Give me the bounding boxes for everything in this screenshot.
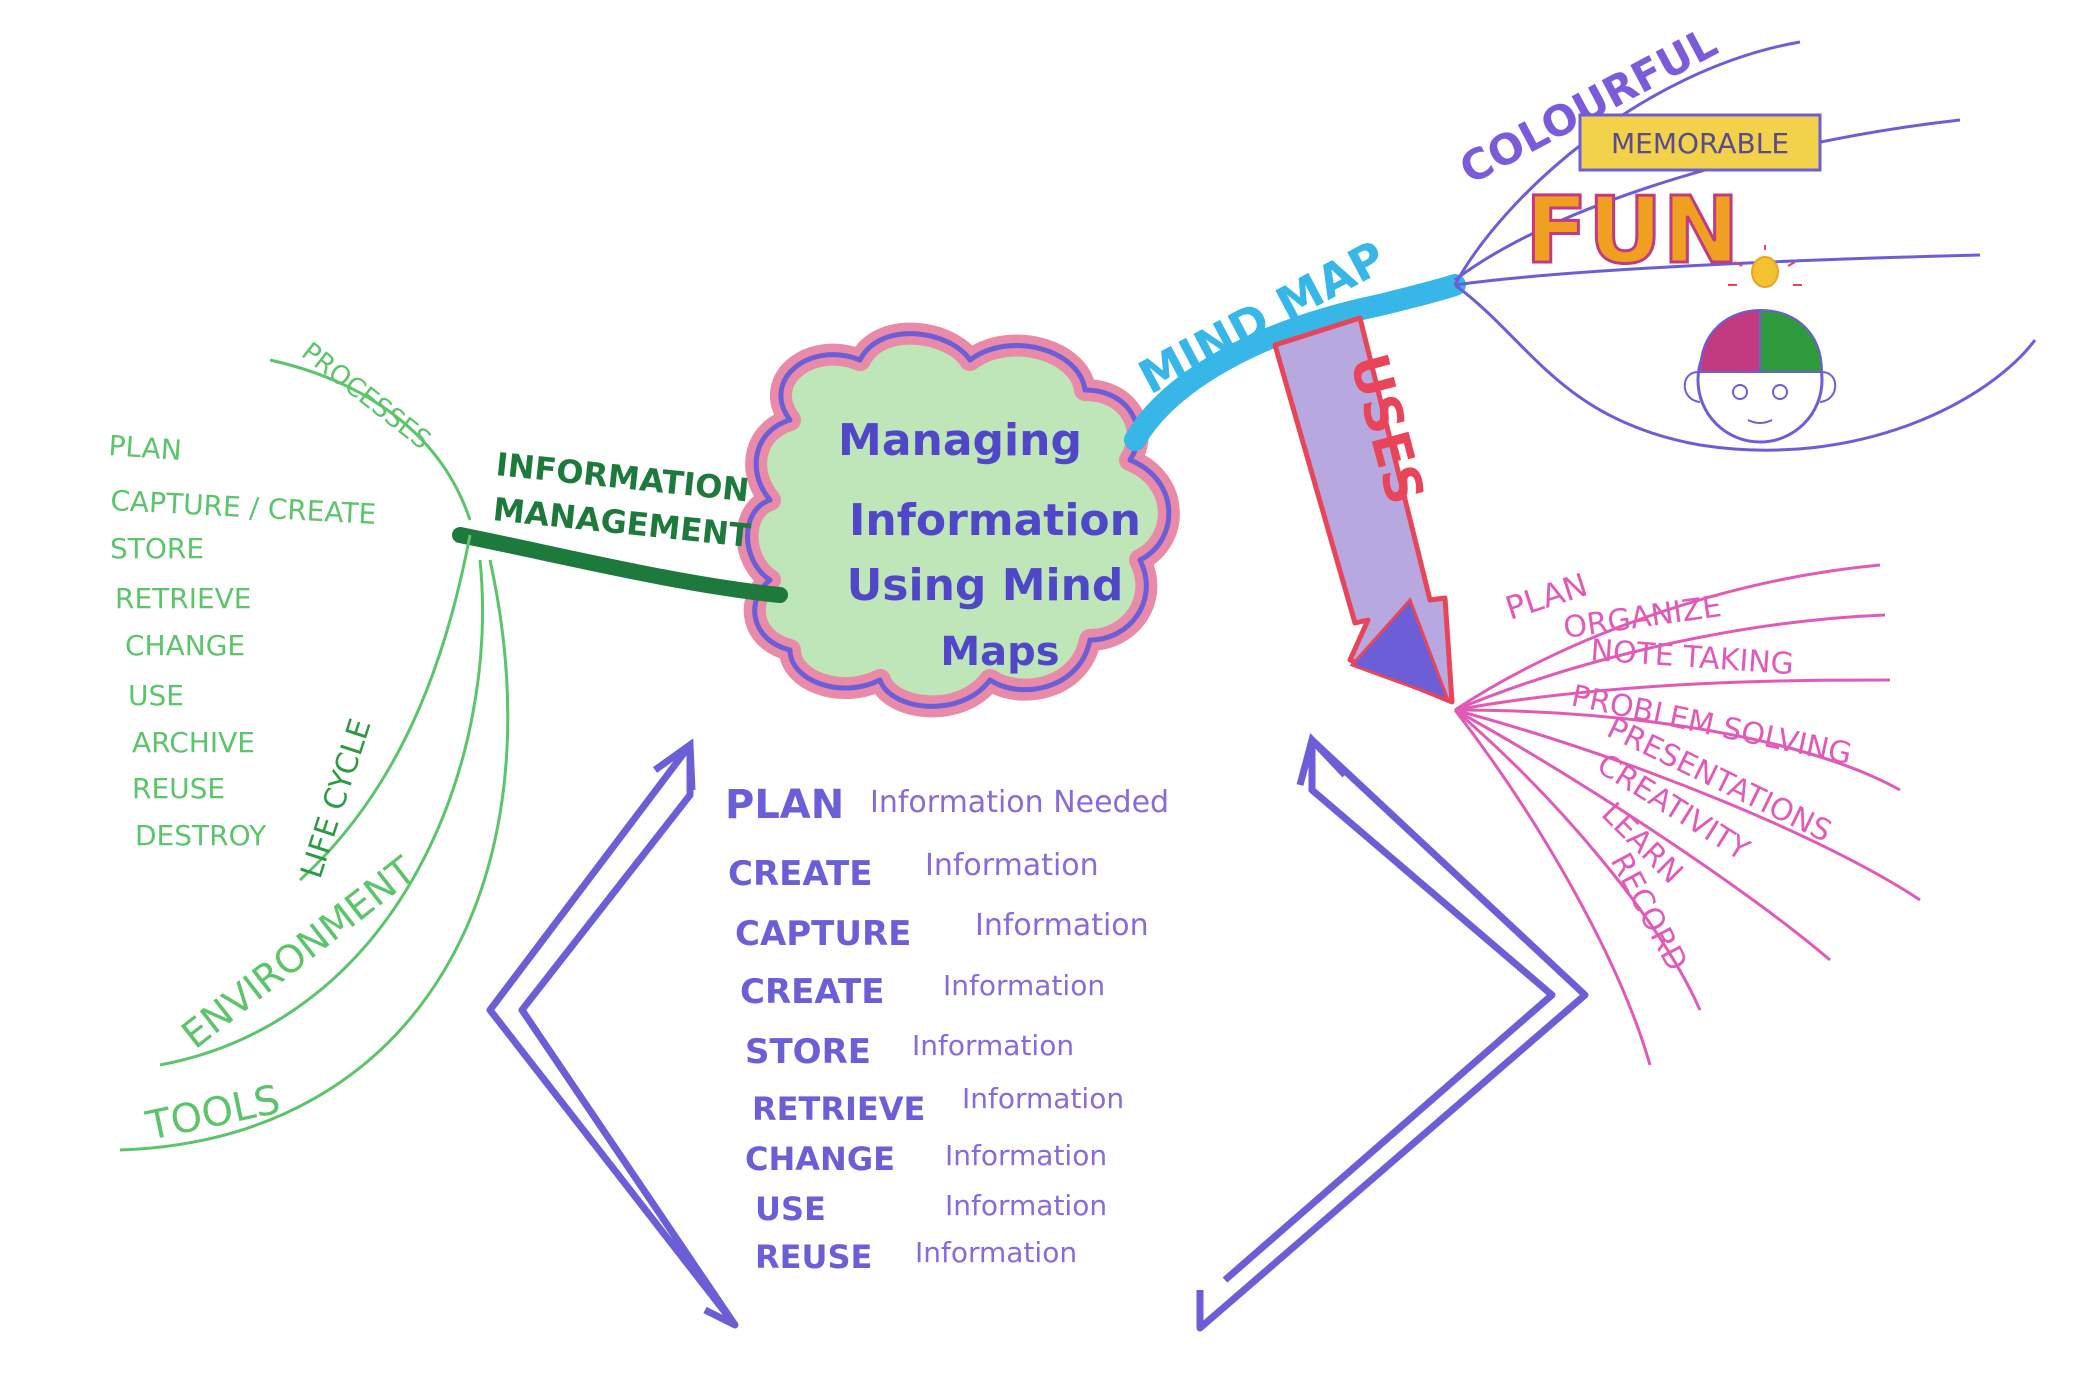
lifecycle-item: PLAN	[108, 429, 183, 467]
center-title-line-4: Maps	[940, 629, 1059, 675]
lifecycle-item: CHANGE	[125, 629, 245, 662]
cycle-step-object: Information	[912, 1029, 1074, 1062]
center-title-line-2: Information	[849, 495, 1141, 546]
brain-right-icon	[1760, 310, 1822, 372]
cycle-step-verb: REUSE	[755, 1238, 872, 1276]
lifecycle-item: RETRIEVE	[115, 582, 252, 615]
memorable-label: MEMORABLE	[1611, 127, 1789, 160]
cycle-step-object: Information	[943, 969, 1105, 1002]
cycle-step-verb: CREATE	[728, 854, 872, 894]
lifecycle-label: LIFE CYCLE	[294, 715, 378, 883]
lifecycle-item: STORE	[110, 532, 204, 565]
cycle-step-object: Information Needed	[870, 785, 1169, 820]
lifecycle-item: USE	[128, 679, 184, 712]
lifecycle-item: CAPTURE / CREATE	[110, 484, 377, 531]
processes-label: PROCESSES	[296, 337, 436, 456]
mind-map-branch[interactable]: MIND MAP COLOURFUL MEMORABLE FUN	[1130, 17, 2035, 450]
center-title-line-3: Using Mind	[847, 560, 1124, 611]
center-title-line-1: Managing	[838, 415, 1082, 466]
cycle-step-verb: STORE	[745, 1032, 871, 1072]
cycle-step-object: Information	[915, 1236, 1077, 1269]
cycle-steps: PLAN Information Needed CREATE Informati…	[725, 782, 1169, 1276]
information-cycle[interactable]: PLAN Information Needed CREATE Informati…	[490, 740, 1585, 1328]
cycle-step-verb: RETRIEVE	[752, 1090, 925, 1128]
center-node[interactable]: Managing Information Using Mind Maps	[748, 334, 1169, 707]
lifecycle-item: ARCHIVE	[132, 726, 255, 759]
cycle-step-verb: USE	[755, 1190, 826, 1228]
fun-label: FUN	[1525, 177, 1740, 284]
cycle-arrow-left	[490, 745, 735, 1325]
uses-branch[interactable]: USES PLAN ORGANIZE NOTE TAKING PROBLEM S…	[1275, 318, 1920, 1065]
cycle-step-verb: CREATE	[740, 972, 884, 1012]
lightbulb-icon	[1752, 257, 1778, 287]
lifecycle-item: REUSE	[132, 772, 225, 805]
cycle-step-verb: CHANGE	[745, 1140, 895, 1178]
lifecycle-item: DESTROY	[135, 819, 267, 852]
brain-left-icon	[1700, 310, 1760, 372]
cycle-step-verb: CAPTURE	[735, 914, 911, 954]
uses-item: NOTE TAKING	[1589, 633, 1795, 682]
cycle-step-verb: PLAN	[725, 782, 844, 828]
cycle-step-object: Information	[945, 1139, 1107, 1172]
cycle-arrow-right	[1200, 740, 1585, 1328]
cycle-step-object: Information	[925, 848, 1099, 883]
cycle-step-object: Information	[962, 1082, 1124, 1115]
information-management-branch[interactable]: INFORMATION MANAGEMENT PROCESSES LIFE CY…	[108, 337, 780, 1150]
cycle-step-object: Information	[945, 1189, 1107, 1222]
environment-label: ENVIRONMENT	[173, 848, 424, 1057]
cycle-step-object: Information	[975, 908, 1149, 943]
